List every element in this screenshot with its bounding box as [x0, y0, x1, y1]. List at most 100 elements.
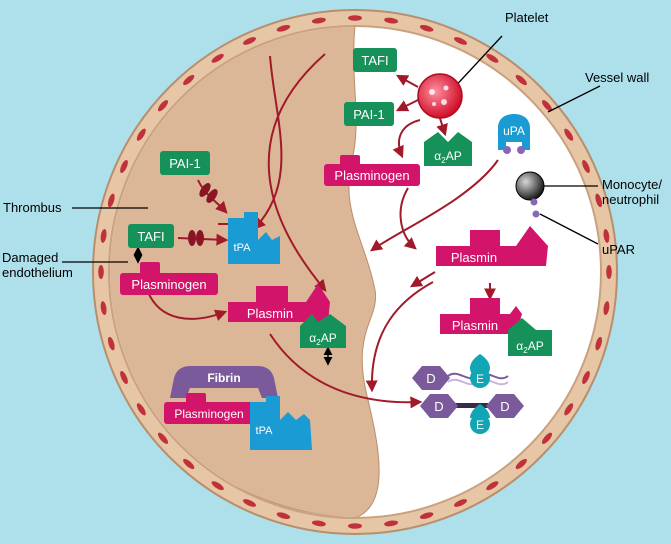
svg-text:E: E — [476, 418, 484, 432]
svg-text:Plasminogen: Plasminogen — [131, 277, 206, 292]
endothelial-cell — [348, 15, 362, 21]
endothelial-cell — [582, 160, 590, 173]
svg-text:α2AP: α2AP — [516, 339, 543, 355]
plasminogen-top: Plasminogen — [324, 155, 420, 186]
endothelial-cell — [541, 100, 553, 112]
fibrin-degradation-products: D E D D E — [412, 354, 524, 434]
endothelial-cell — [243, 37, 256, 45]
endothelial-cell — [100, 301, 107, 316]
svg-text:PAI-1: PAI-1 — [353, 107, 385, 122]
endothelial-cell — [120, 371, 128, 384]
endothelial-cell — [311, 520, 326, 527]
endothelial-cell — [276, 512, 291, 520]
upa: uPA — [498, 114, 530, 154]
endothelial-cell — [603, 301, 610, 316]
label-damaged-2: endothelium — [2, 265, 73, 280]
svg-text:α2AP: α2AP — [434, 149, 461, 165]
pai1-top: PAI-1 — [344, 102, 394, 126]
endothelial-cell — [515, 458, 527, 470]
label-thrombus: Thrombus — [3, 200, 62, 215]
tafi-left: TAFI — [128, 224, 174, 248]
endothelial-cell — [419, 24, 434, 32]
endothelial-cell — [157, 432, 169, 444]
svg-text:α2AP: α2AP — [309, 331, 336, 347]
endothelial-cell — [183, 458, 195, 470]
pai1-left: PAI-1 — [160, 151, 210, 175]
svg-text:Plasminogen: Plasminogen — [174, 407, 243, 421]
svg-text:tPA: tPA — [256, 425, 274, 437]
label-damaged-1: Damaged — [2, 250, 58, 265]
endothelial-cell — [384, 520, 399, 527]
label-platelet: Platelet — [505, 10, 549, 25]
endothelial-cell — [595, 336, 603, 351]
endothelial-cell — [541, 432, 553, 444]
endothelial-cell — [120, 160, 128, 173]
endothelial-cell — [564, 128, 574, 141]
endothelial-cell — [603, 228, 610, 243]
pathway-arrows — [147, 53, 499, 409]
svg-text:TAFI: TAFI — [137, 229, 164, 244]
label-vessel-wall: Vessel wall — [585, 70, 649, 85]
callout-labels: Platelet Vessel wall Thrombus Damaged en… — [2, 10, 662, 280]
endothelial-cell — [211, 53, 224, 63]
endothelial-cell — [211, 481, 224, 491]
svg-text:PAI-1: PAI-1 — [169, 156, 201, 171]
endothelial-cell — [107, 193, 115, 208]
tpa-bottom: tPA — [250, 396, 312, 450]
svg-text:Plasminogen: Plasminogen — [334, 168, 409, 183]
svg-text:Plasmin: Plasmin — [451, 250, 497, 265]
plasmin-right: Plasmin — [436, 226, 548, 266]
svg-text:Fibrin: Fibrin — [207, 371, 240, 385]
endothelial-cell — [595, 193, 603, 208]
alpha2ap-right: α2AP — [508, 318, 552, 356]
endothelial-cell — [136, 128, 146, 141]
endothelial-cell — [486, 53, 499, 63]
thrombus — [110, 27, 380, 517]
svg-text:D: D — [434, 399, 443, 414]
svg-text:E: E — [476, 372, 484, 386]
alpha2ap-top: α2AP — [424, 132, 472, 166]
endothelial-cells — [98, 15, 612, 529]
endothelial-cell — [107, 336, 115, 351]
inhibition-links — [133, 179, 333, 366]
plasmin-right-lower: Plasmin — [440, 298, 522, 334]
endothelial-cell — [515, 74, 527, 86]
svg-text:D: D — [500, 399, 509, 414]
label-monocyte-1: Monocyte/ — [602, 177, 662, 192]
tpa-left: tPA — [228, 212, 280, 264]
platelet — [417, 73, 463, 119]
svg-text:uPA: uPA — [503, 124, 525, 138]
alpha2ap-center: α2AP — [300, 314, 346, 348]
tafi-top: TAFI — [353, 48, 397, 72]
endothelial-cell — [136, 403, 146, 416]
svg-text:Plasmin: Plasmin — [247, 306, 293, 321]
plasmin-center: Plasmin — [228, 284, 330, 322]
endothelial-cell — [183, 74, 195, 86]
fibrin: Fibrin — [170, 366, 278, 398]
endothelial-cell — [486, 481, 499, 491]
svg-text:TAFI: TAFI — [361, 53, 388, 68]
endothelial-cell — [243, 499, 256, 507]
endothelial-cell — [606, 265, 612, 279]
label-upar: uPAR — [602, 242, 635, 257]
endothelial-cell — [384, 17, 399, 24]
svg-text:tPA: tPA — [234, 242, 252, 254]
endothelial-cell — [582, 371, 590, 384]
endothelial-cell — [100, 228, 107, 243]
endothelial-cell — [157, 100, 169, 112]
plasminogen-left: Plasminogen — [120, 262, 218, 295]
endothelial-cell — [454, 499, 467, 507]
endothelial-cell — [311, 17, 326, 24]
endothelial-cell — [276, 24, 291, 32]
svg-text:Plasmin: Plasmin — [452, 318, 498, 333]
svg-text:D: D — [426, 371, 435, 386]
endothelial-cell — [419, 512, 434, 520]
monocyte-neutrophil — [515, 171, 545, 218]
endothelial-cell — [564, 403, 574, 416]
endothelial-cell — [454, 37, 467, 45]
endothelial-cell — [348, 523, 362, 529]
endothelial-cell — [98, 265, 104, 279]
plasminogen-bottom: Plasminogen — [164, 393, 254, 424]
